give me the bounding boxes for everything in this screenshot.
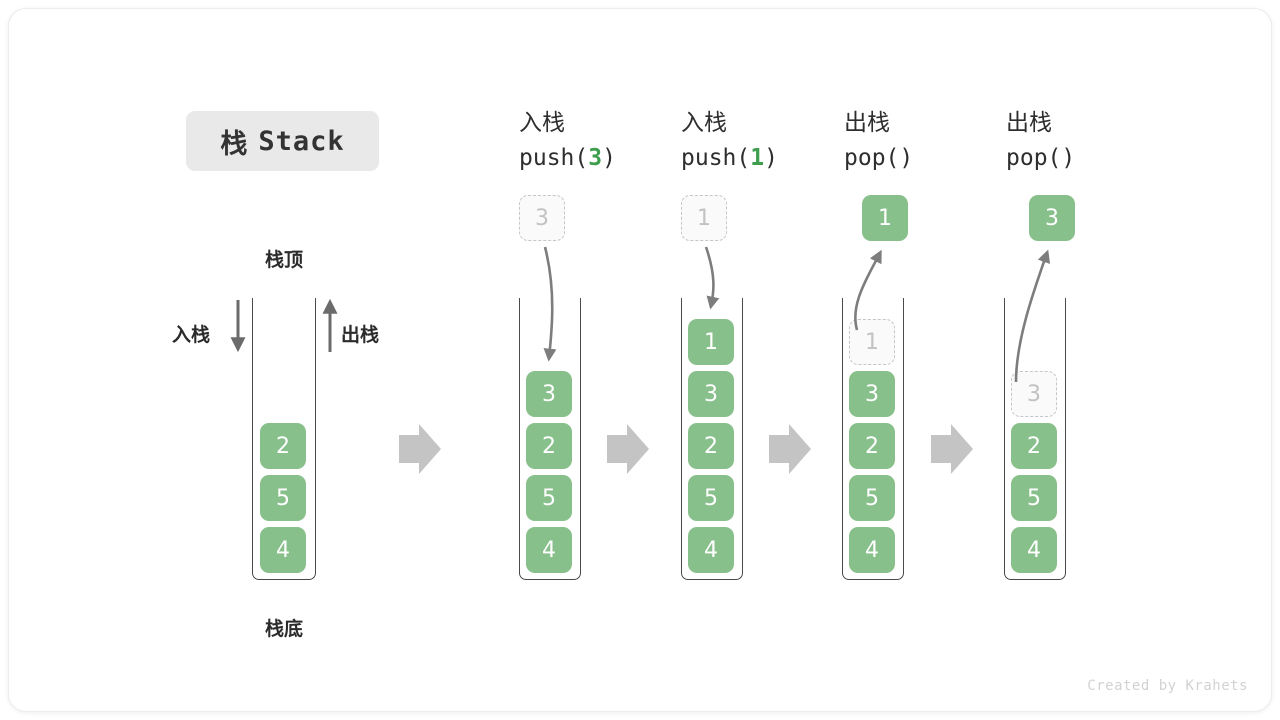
stage-op-cn: 入栈 xyxy=(519,110,565,136)
stage-op-code-suffix: ) xyxy=(602,145,616,172)
stage-op-code-suffix: ) xyxy=(1061,145,1076,172)
title-cn: 栈 xyxy=(220,128,249,159)
stage-op-code-suffix: ) xyxy=(764,145,778,172)
stage-op-code-arg: 3 xyxy=(588,145,603,172)
stack-cell: 4 xyxy=(849,527,895,573)
stack-cell: 2 xyxy=(849,423,895,469)
stage-op-code-prefix: push( xyxy=(681,145,751,172)
pop-direction-label: 出栈 xyxy=(341,324,380,346)
stage-op-code-prefix: push( xyxy=(519,145,589,172)
stage-op-code: push(1) xyxy=(681,143,778,174)
stage-op-code-prefix: pop( xyxy=(1006,145,1062,172)
stack-cell: 1 xyxy=(688,319,734,365)
stack-cell: 4 xyxy=(260,527,306,573)
stack-cell: 4 xyxy=(1011,527,1057,573)
stage-op-code-arg: 1 xyxy=(750,145,765,172)
stage-op-cn: 出栈 xyxy=(1006,110,1052,136)
stack-cell: 4 xyxy=(688,527,734,573)
stack-cell: 5 xyxy=(688,475,734,521)
stack-cell: 2 xyxy=(260,423,306,469)
stack-cell: 2 xyxy=(526,423,572,469)
stack-cell: 5 xyxy=(526,475,572,521)
stack-cell: 5 xyxy=(849,475,895,521)
stage-header-push-3: 入栈 push(3) xyxy=(519,108,616,174)
credit-text: Created by Krahets xyxy=(1087,678,1248,694)
stage-header-pop-3: 出栈 pop() xyxy=(1006,108,1075,174)
stage-op-code-suffix: ) xyxy=(899,145,914,172)
stack-cell-ghost: 3 xyxy=(1011,371,1057,417)
stack-top-label: 栈顶 xyxy=(264,249,303,271)
stack-cell: 2 xyxy=(688,423,734,469)
stack-container-push-1 xyxy=(681,298,743,580)
stage-op-code-prefix: pop( xyxy=(844,145,900,172)
stage-op-code: pop() xyxy=(844,143,913,174)
stack-container-pop-1 xyxy=(842,298,904,580)
push-direction-label: 入栈 xyxy=(172,324,211,346)
stage-op-cn: 出栈 xyxy=(844,110,890,136)
stack-cell: 3 xyxy=(526,371,572,417)
page-title: 栈 Stack xyxy=(186,111,379,171)
title-en: Stack xyxy=(258,125,345,157)
stack-cell: 5 xyxy=(260,475,306,521)
stack-container-push-3 xyxy=(519,298,581,580)
stack-cell: 5 xyxy=(1011,475,1057,521)
stack-container-initial xyxy=(252,298,316,580)
stage-op-cn: 入栈 xyxy=(681,110,727,136)
stage-header-pop-1: 出栈 pop() xyxy=(844,108,913,174)
floating-cell-push-1: 1 xyxy=(681,195,727,241)
stage-header-push-1: 入栈 push(1) xyxy=(681,108,778,174)
floating-cell-push-3: 3 xyxy=(519,195,565,241)
stack-container-pop-3 xyxy=(1004,298,1066,580)
floating-cell-pop-1: 1 xyxy=(862,195,908,241)
stack-cell: 3 xyxy=(849,371,895,417)
stack-cell-ghost: 1 xyxy=(849,319,895,365)
stage-op-code: push(3) xyxy=(519,143,616,174)
stage-op-code: pop() xyxy=(1006,143,1075,174)
stack-cell: 4 xyxy=(526,527,572,573)
stack-cell: 3 xyxy=(688,371,734,417)
floating-cell-pop-3: 3 xyxy=(1029,195,1075,241)
stack-cell: 2 xyxy=(1011,423,1057,469)
stack-bottom-label: 栈底 xyxy=(264,618,303,640)
